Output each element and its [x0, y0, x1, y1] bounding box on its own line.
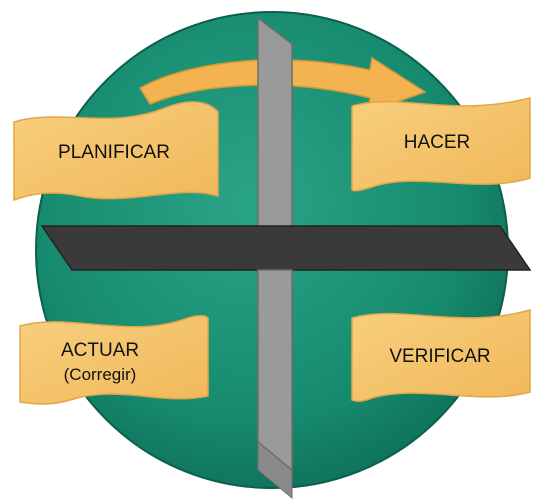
banner-act: ACTUAR (Corregir) [20, 316, 208, 404]
quadrant-label-plan: PLANIFICAR [58, 142, 170, 163]
quadrant-sublabel-act: (Corregir) [64, 365, 137, 384]
banner-do: HACER [352, 98, 530, 191]
quadrant-label-act: ACTUAR [61, 340, 139, 361]
banner-check: VERIFICAR [352, 310, 530, 401]
vertical-divider-front [258, 270, 292, 470]
quadrant-label-do: HACER [404, 132, 471, 153]
horizontal-divider [42, 226, 530, 270]
quadrant-label-check: VERIFICAR [389, 346, 490, 367]
